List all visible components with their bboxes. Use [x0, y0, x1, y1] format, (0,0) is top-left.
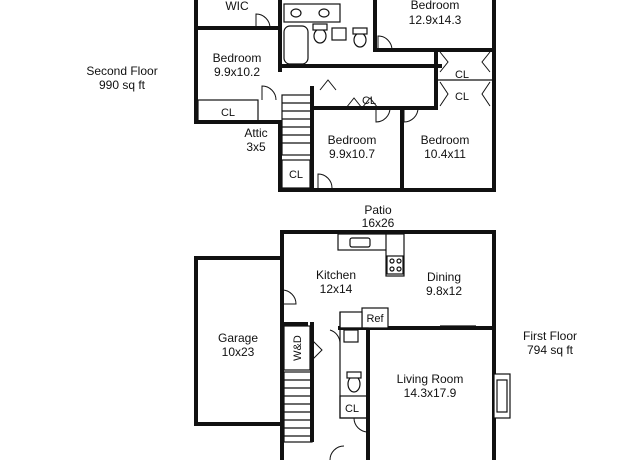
- stove: [386, 255, 404, 275]
- wd-label: W&D: [292, 335, 304, 361]
- fireplace: [493, 373, 511, 419]
- closet-label-lower: CL: [455, 91, 469, 103]
- left-bedroom-label: Bedroom: [213, 51, 262, 65]
- bifold-closet-lower: [439, 81, 449, 107]
- toilet-right: [353, 32, 367, 48]
- closet-label-attic: CL: [289, 169, 303, 181]
- door-swing-front: [329, 445, 345, 460]
- door-swing-closet: [353, 417, 369, 433]
- toilet-right-tank: [352, 27, 368, 35]
- second-floor-walls: [194, 0, 496, 192]
- closet-label-upper: CL: [455, 69, 469, 81]
- door-swing-garage: [281, 289, 297, 305]
- garage-label: Garage: [218, 331, 258, 345]
- door-swing-attic-closet: [317, 173, 333, 189]
- patio-size: 16x26: [362, 216, 395, 230]
- right-bedroom-size: 10.4x11: [424, 147, 466, 161]
- door-swing-right-bedroom: [403, 107, 419, 123]
- door-swing-mid-bedroom: [375, 107, 391, 123]
- stair-treads-lower: [284, 379, 312, 437]
- door-swing-wd: [311, 339, 323, 361]
- mid-bedroom-label: Bedroom: [328, 133, 377, 147]
- toilet-left-tank: [312, 23, 328, 31]
- bifold-closet-upper-2: [481, 51, 491, 73]
- vanity-counter: [283, 3, 341, 23]
- stove-burners: [389, 258, 402, 272]
- door-swing-powder: [329, 329, 341, 345]
- ref-label: Ref: [366, 313, 384, 325]
- garage-walls: [194, 256, 282, 426]
- closet-box-left: [197, 99, 259, 123]
- kitchen-label: Kitchen: [316, 268, 356, 282]
- patio-label: Patio: [364, 203, 392, 217]
- left-bedroom-size: 9.9x10.2: [214, 65, 260, 79]
- door-swing-left-bedroom: [261, 85, 277, 101]
- dining-label: Dining: [427, 270, 461, 284]
- living-room-label: Living Room: [397, 372, 464, 386]
- bathtub: [283, 25, 309, 65]
- right-bedroom-label: Bedroom: [421, 133, 470, 147]
- bifold-closet-upper: [439, 51, 449, 73]
- bifold-closet-lower-2: [481, 81, 491, 107]
- second-floor-plan: WIC Bedroom 12.9x14.3 Bedroom 9.9x10.2 C…: [86, 0, 496, 192]
- garage-size: 10x23: [222, 345, 255, 359]
- first-floor-walls: [280, 230, 496, 460]
- bifold-mid-closet: [345, 97, 379, 109]
- master-bedroom-size: 12.9x14.3: [409, 13, 462, 27]
- first-floor-title: First Floor: [523, 329, 577, 343]
- powder-sink: [343, 329, 359, 343]
- dining-size: 9.8x12: [426, 284, 462, 298]
- sink-left: [290, 8, 302, 18]
- fireplace-inner: [496, 379, 508, 413]
- attic-label: Attic: [244, 126, 267, 140]
- living-room-size: 14.3x17.9: [404, 386, 457, 400]
- closet-box-attic: [281, 159, 311, 189]
- door-swing-wic: [255, 13, 271, 29]
- closet-label-hall: CL: [362, 95, 376, 107]
- attic-size: 3x5: [246, 140, 266, 154]
- second-floor-title: Second Floor: [86, 64, 157, 78]
- powder-toilet-tank: [346, 371, 362, 379]
- toilet-left: [313, 28, 327, 44]
- first-floor-plan: Patio 16x26 Kitchen 12x14 Dining 9.8x12 …: [194, 203, 577, 460]
- second-floor-area: 990 sq ft: [99, 78, 146, 92]
- stairs-lower: [283, 371, 313, 443]
- kitchen-size: 12x14: [320, 282, 353, 296]
- wd-closet: [283, 325, 311, 371]
- kitchen-sink: [349, 237, 371, 248]
- sink-right: [318, 8, 330, 18]
- bath-small-sink: [331, 27, 347, 41]
- closet-label-left: CL: [221, 107, 235, 119]
- stair-treads-upper: [282, 102, 312, 144]
- stairs-upper: [281, 94, 313, 156]
- master-bedroom-label: Bedroom: [411, 0, 460, 12]
- door-swing-master: [377, 35, 393, 51]
- bifold-hall-closet: [319, 79, 337, 91]
- closet-label-first: CL: [345, 403, 359, 415]
- mid-bedroom-size: 9.9x10.7: [329, 147, 375, 161]
- first-floor-area: 794 sq ft: [527, 343, 574, 357]
- wic-label: WIC: [225, 0, 249, 13]
- lower-counter: [339, 311, 363, 329]
